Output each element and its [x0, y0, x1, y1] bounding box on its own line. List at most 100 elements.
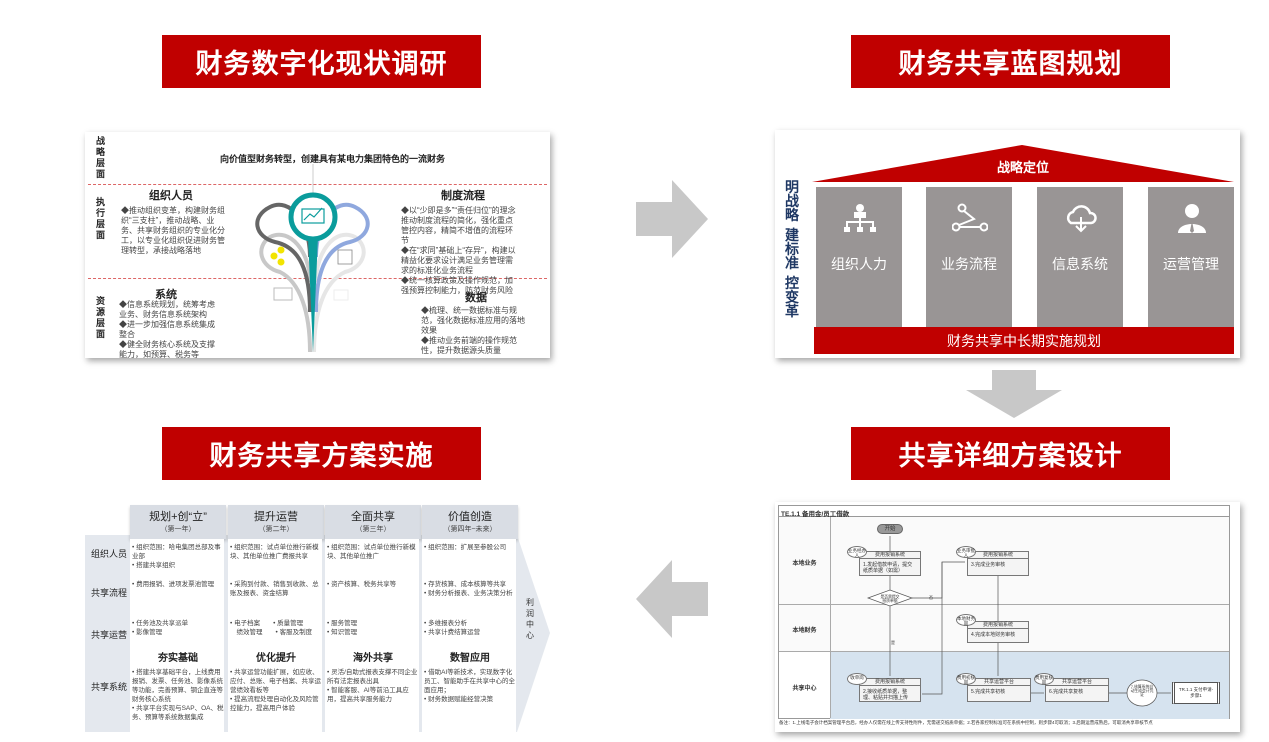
pillar-label: 信息系统 — [1052, 256, 1108, 272]
lane-label: 共享中心 — [792, 686, 817, 692]
phase-subtitle: （第三年） — [355, 526, 391, 533]
system-label: 费用报销系统 — [860, 552, 920, 559]
flowchart-note: 备注：1.上线电子会计档案管理平台后，经办人仅需在线上传支持性附件，无需递交纸质… — [779, 720, 1153, 725]
pillar-operations: 运营管理 — [1148, 187, 1234, 327]
row-label-system: 共享系统 — [91, 682, 128, 692]
system-cell: • 灵活/自助式报表支撑不同企业所有法定报表出具• 智能客服、AI等前沿工具应用… — [327, 668, 419, 704]
org-bullets: ◆推动组织变革，构建财务组织“三支柱”，推动战略、业务、共享财务组织的专业化分工… — [121, 206, 225, 255]
headline: 向价值型财务转型，创建具有某电力集团特色的一流财务 — [219, 154, 445, 164]
bullet: • 财务分析报表、业务决策分析 — [424, 590, 513, 597]
title-banner-blueprint: 财务共享蓝图规划 — [851, 35, 1170, 88]
lane-label: 本地业务 — [792, 561, 817, 567]
step-2: 费用报销系统 2.接收纸质单据，整理、粘贴并扫描上传 — [859, 678, 921, 702]
step-text: 5.完成共享初核 — [971, 689, 1006, 695]
phase-column: 价值创造（第四年~未来） • 组织范围：扩展至参股公司 • 存货核算、成本核算等… — [422, 505, 518, 732]
phase-column: 全面共享 （第三年） • 组织范围：试点单位推行新模块、其他单位推广 • 资产核算… — [325, 505, 421, 732]
system-label: 费用报销系统 — [968, 622, 1028, 629]
bullet: ◆进一步加强信息系统集成整合 — [119, 320, 215, 339]
arrow-right-icon — [636, 180, 708, 258]
bullet: • 借助AI等新技术，实现数字化员工、智能助手在共享中心的全面应用； — [424, 669, 515, 694]
flow-connectors — [866, 536, 1171, 707]
start-node: 开始 — [877, 524, 903, 534]
bullet: • 服务管理 — [327, 620, 358, 627]
title-banner-survey: 财务数字化现状调研 — [162, 35, 481, 88]
phase-body — [130, 539, 224, 732]
system-phase-title: 数智应用 — [450, 653, 490, 664]
branch-yes: 是 — [891, 640, 895, 645]
pillar-org: 组织人力 — [816, 187, 902, 327]
step-text: 2.接收纸质单据，整理、粘贴并扫描上传 — [863, 689, 909, 701]
process-cell: • 资产核算、税务共享等 — [327, 580, 419, 589]
phase-header: 价值创造（第四年~未来） — [422, 505, 518, 539]
phase-header: 规划+创“立” （第一年） — [130, 505, 226, 539]
lane-label: 本地财务 — [792, 628, 817, 634]
bullet: • 费用报销、进项发票池管理 — [132, 581, 215, 588]
phase-body — [422, 539, 516, 732]
bullet: ◆推动业务前端的操作规范性，提升数据源头质量 — [421, 336, 517, 355]
bullet: • 资产核算、税务共享等 — [327, 581, 397, 588]
phase-title: 全面共享 — [351, 511, 395, 523]
system-cell: • 搭建共享基础平台，上线费用报销、发票、任务池、影像系统等功能，完善预算、钢企… — [132, 668, 224, 722]
phase-column: 规划+创“立”（第一年） • 组织范围：哈电集团总部及事业部• 搭建共享组织 •… — [130, 505, 226, 732]
level-resource: 资源层面 — [96, 296, 106, 339]
roof-label: 战略定位 — [996, 160, 1049, 175]
bullet: • 搭建共享基础平台，上线费用报销、发票、任务池、影像系统等功能，完善预算、钢企… — [132, 669, 223, 703]
step-text: 4.完成本地财务审核 — [971, 632, 1016, 638]
process-icon — [952, 203, 988, 232]
pillar-process: 业务流程 — [926, 187, 1012, 327]
blueprint-panel: 明战略 建标准 控变革 战略定位 组织人力 业务流程 信息系统 运营管理 财务共… — [775, 130, 1240, 358]
flowchart-frame: TE.1.1 备用金/员工借款 本地业务 本地财务 共享中心 开始 费用报销系统… — [778, 505, 1230, 719]
step-text: 3.完成业务审核 — [971, 562, 1006, 568]
bullet: ◆梳理、统一数据标准与规范，强化数据标准应用的落地效果 — [421, 306, 525, 335]
phase-title: 提升运营 — [254, 511, 298, 523]
system-cell: • 借助AI等新技术，实现数字化员工、智能助手在共享中心的全面应用；• 财务数据… — [424, 668, 516, 704]
process-cell: • 费用报销、进项发票池管理 — [132, 580, 224, 589]
row-label-org: 组织人员 — [91, 549, 128, 559]
roof — [812, 145, 1234, 182]
data-title: 数据 — [465, 292, 487, 304]
org-cell: • 组织范围：试点单位推行新模块、其他单位推广 — [327, 543, 419, 561]
role-badge: 收单岗 — [847, 673, 867, 685]
pillar-label: 运营管理 — [1163, 256, 1219, 272]
system-label: 费用报销系统 — [860, 679, 920, 686]
next-process-link[interactable]: TR.1.1 支付申请-步骤1 — [1172, 682, 1220, 704]
org-chart-icon — [844, 204, 876, 232]
auto-voucher-node: 7.核算系统自动生成会计凭证 — [1130, 685, 1154, 698]
bullet: • 共享运营功能扩展，如应收、应付、总账、电子档案、共享运营绩效看板等 — [230, 669, 321, 694]
arrow-down-icon — [966, 370, 1062, 418]
role-badge: 本地财务岗 — [956, 614, 976, 626]
implementation-panel: 组织人员 共享流程 共享运营 共享系统 利润中心 规划+创“立”（第一年） • … — [85, 505, 550, 732]
phase-subtitle: （第二年） — [258, 526, 294, 533]
decision-node: 是否需提交纸质单据 — [880, 595, 900, 603]
bullet: • 影像管理 — [132, 629, 163, 636]
manager-icon — [1178, 204, 1206, 233]
system-phase-title: 优化提升 — [256, 653, 296, 664]
system-phase-title: 夯实基础 — [158, 653, 198, 664]
bullet: • 搭建共享组织 — [132, 562, 176, 569]
step-5: 共享运营平台 5.完成共享初核 — [967, 678, 1031, 702]
phase-header: 提升运营 （第二年） — [228, 505, 324, 539]
arrow-left-icon — [636, 560, 708, 638]
survey-panel: 战略层面 执行层面 资源层面 向价值型财务转型，创建具有某电力集团特色的一流财务… — [85, 132, 550, 359]
phase-title: 规划+创“立” — [149, 511, 207, 523]
side-slogan: 明战略 建标准 控变革 — [781, 180, 803, 318]
step-4: 费用报销系统 4.完成本地财务审核 — [967, 621, 1029, 643]
role-badge: 业务审批人 — [956, 546, 976, 558]
system-cell: • 共享运营功能扩展，如应收、应付、总账、电子档案、共享运营绩效看板等 • 提高流… — [230, 668, 322, 713]
bullet: • 提高流程处理自动化及风险管控能力，提高用户体验 — [230, 696, 319, 712]
org-title: 组织人员 — [149, 190, 193, 202]
process-cell: • 采购到付款、销售到收款、总账及报表、资金结算 — [230, 580, 322, 598]
flowchart-panel: TE.1.1 备用金/员工借款 本地业务 本地财务 共享中心 开始 费用报销系统… — [775, 502, 1240, 732]
bullet: • 智能客服、AI等前沿工具应用，提高共享服务能力 — [327, 687, 409, 703]
title-banner-detailed-design: 共享详细方案设计 — [851, 427, 1170, 480]
profit-center-label: 利润中心 — [526, 598, 534, 640]
phase-subtitle: （第一年） — [160, 526, 196, 533]
pillar-label: 组织人力 — [831, 256, 887, 272]
pillar-system: 信息系统 — [1037, 187, 1123, 327]
bullet: • 组织范围：试点单位推行新模块、其他单位推广 — [327, 544, 416, 560]
phase-header: 全面共享 （第三年） — [325, 505, 421, 539]
phase-column: 提升运营（第二年） • 组织范围：试点单位推行新模块、其他单位推广费报共享 • … — [228, 505, 324, 732]
system-label: 共享运营平台 — [968, 679, 1030, 686]
